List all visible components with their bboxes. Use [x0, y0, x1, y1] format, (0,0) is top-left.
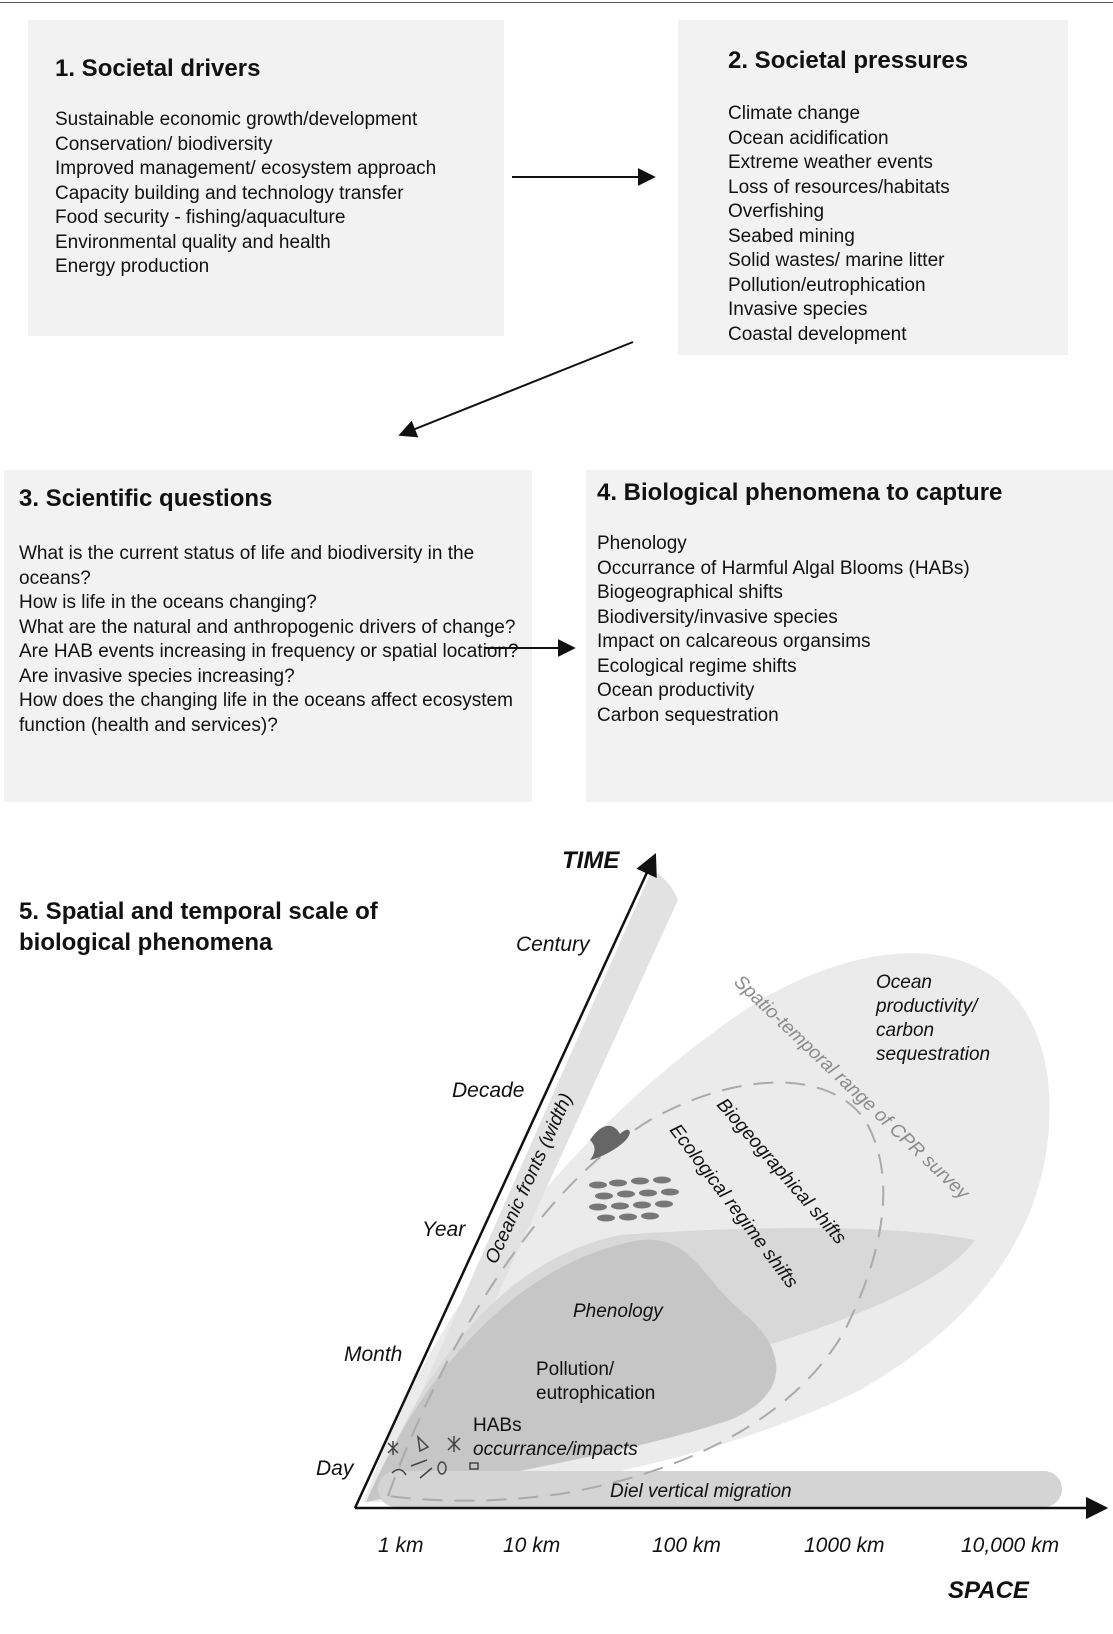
list-item: Are invasive species increasing?: [19, 665, 295, 687]
list-item: Ocean productivity: [597, 680, 755, 701]
biological-phenomena-title: 4. Biological phenomena to capture: [597, 479, 1003, 506]
arrow-pressures-to-questions: [398, 341, 634, 438]
list-item: Invasive species: [728, 299, 868, 320]
oceanic-fronts-band: [378, 870, 678, 1500]
cpr-survey-range: [386, 1081, 885, 1502]
list-item: Environmental quality and health: [55, 231, 331, 253]
list-item: Ocean acidification: [728, 127, 889, 149]
scientific-questions-box: 3. Scientific questions What is the curr…: [4, 470, 532, 802]
diel-migration-label: Diel vertical migration: [610, 1481, 792, 1502]
list-item: Food security - fishing/aquaculture: [55, 207, 346, 228]
biological-phenomena-list: Phenology Occurrance of Harmful Algal Bl…: [597, 532, 970, 728]
list-item: Are HAB events increasing in frequency o…: [19, 641, 519, 662]
flow-arrows: [398, 168, 656, 657]
list-item: Capacity building and technology transfe…: [55, 182, 404, 204]
list-item: Improved management/ ecosystem approach: [55, 158, 437, 179]
label-line: Pollution/: [536, 1359, 615, 1380]
time-tick-label: Decade: [452, 1079, 524, 1102]
pollution-label: Pollution/ eutrophication: [536, 1359, 655, 1404]
ocean-productivity-label: Ocean productivity/ carbon sequestration: [875, 972, 990, 1065]
list-item: Seabed mining: [728, 225, 855, 247]
space-axis-label: SPACE: [948, 1577, 1030, 1604]
label-line: sequestration: [876, 1044, 990, 1065]
list-item: Phenology: [597, 533, 687, 554]
time-tick-label: Month: [344, 1343, 402, 1366]
label-line: occurrance/impacts: [473, 1439, 638, 1460]
list-item: What is the current status of life and b…: [19, 543, 475, 589]
list-item: Pollution/eutrophication: [728, 274, 926, 296]
space-tick-label: 100 km: [652, 1534, 721, 1557]
diel-migration-band: [378, 1471, 1062, 1507]
societal-drivers-box: 1. Societal drivers Sustainable economic…: [28, 20, 504, 336]
time-axis-label: TIME: [562, 847, 620, 874]
societal-drivers-title: 1. Societal drivers: [55, 55, 261, 82]
phenology-region: [366, 1239, 777, 1502]
space-tick-label: 10 km: [503, 1534, 560, 1557]
societal-drivers-list: Sustainable economic growth/development …: [55, 108, 436, 280]
habs-label: HABs occurrance/impacts: [473, 1415, 638, 1460]
list-item: Impact on calcareous organsims: [597, 631, 871, 652]
societal-pressures-list: Climate change Ocean acidification Extre…: [728, 102, 950, 347]
list-item: How is life in the oceans changing?: [19, 592, 317, 613]
space-tick-label: 10,000 km: [961, 1534, 1059, 1557]
time-tick-label: Day: [316, 1457, 355, 1480]
list-item: Solid wastes/ marine litter: [728, 250, 945, 271]
top-rule: [0, 2, 1113, 3]
plankton-icon: [387, 1434, 479, 1479]
time-tick-label: Year: [422, 1218, 466, 1241]
list-item: Climate change: [728, 103, 861, 124]
list-item: Overfishing: [728, 201, 825, 222]
list-item: How does the changing life in the oceans…: [19, 690, 513, 736]
label-line: HABs: [473, 1415, 522, 1436]
scientific-questions-list: What is the current status of life and b…: [19, 542, 524, 738]
list-item: Coastal development: [728, 323, 907, 345]
list-item: Occurrance of Harmful Algal Blooms (HABs…: [597, 557, 970, 579]
label-line: Ocean: [876, 972, 932, 993]
list-item: What are the natural and anthropogenic d…: [19, 616, 516, 638]
fish-school-icon: [589, 1176, 679, 1222]
time-tick-label: Century: [516, 933, 591, 956]
list-item: Conservation/ biodiversity: [55, 133, 273, 155]
list-item: Biodiversity/invasive species: [597, 606, 838, 628]
biological-phenomena-box: 4. Biological phenomena to capture Pheno…: [586, 470, 1113, 802]
list-item: Energy production: [55, 256, 210, 277]
seabird-icon: [590, 1125, 630, 1160]
list-item: Loss of resources/habitats: [728, 176, 950, 198]
space-tick-label: 1000 km: [804, 1534, 885, 1557]
societal-pressures-title: 2. Societal pressures: [728, 47, 969, 74]
list-item: Extreme weather events: [728, 152, 933, 173]
time-axis: [353, 852, 657, 1509]
list-item: Carbon sequestration: [597, 704, 779, 726]
label-line: productivity/: [875, 996, 979, 1017]
list-item: Biogeographical shifts: [597, 582, 783, 603]
scale-diagram-title: 5. Spatial and temporal scale of biologi…: [19, 898, 378, 956]
phenology-label: Phenology: [573, 1301, 664, 1322]
space-tick-label: 1 km: [378, 1534, 424, 1557]
label-line: eutrophication: [536, 1383, 655, 1404]
label-line: carbon: [876, 1020, 934, 1041]
societal-pressures-box: 2. Societal pressures Climate change Oce…: [678, 20, 1068, 355]
list-item: Sustainable economic growth/development: [55, 109, 418, 130]
list-item: Ecological regime shifts: [597, 655, 797, 677]
scientific-questions-title: 3. Scientific questions: [19, 485, 273, 512]
